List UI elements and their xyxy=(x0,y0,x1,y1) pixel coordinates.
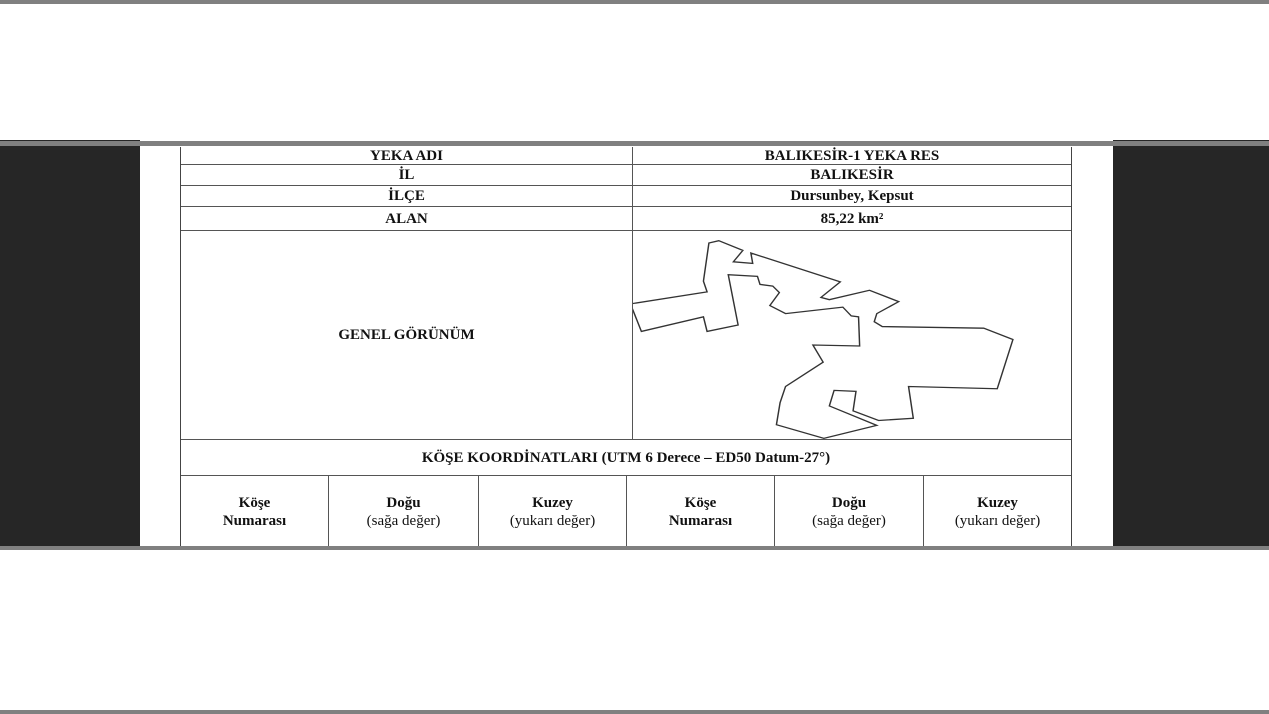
row-value: Dursunbey, Kepsut xyxy=(632,186,1071,206)
column-header: Kuzey(yukarı değer) xyxy=(478,476,626,550)
header-line2: (yukarı değer) xyxy=(954,512,1041,529)
header-line1: Köşe xyxy=(238,494,271,511)
column-header: Doğu(sağa değer) xyxy=(328,476,478,550)
table-row: YEKA ADI BALIKESİR-1 YEKA RES xyxy=(181,147,1071,165)
viewport-top-border xyxy=(0,141,1269,146)
overview-label: GENEL GÖRÜNÜM xyxy=(338,327,475,343)
coordinates-title: KÖŞE KOORDİNATLARI (UTM 6 Derece – ED50 … xyxy=(421,449,831,466)
row-value: BALIKESİR-1 YEKA RES xyxy=(632,147,1071,164)
bottom-border xyxy=(0,710,1269,714)
header-line2: (yukarı değer) xyxy=(509,512,596,529)
row-label: ALAN xyxy=(385,210,428,227)
header-line1: Doğu xyxy=(831,494,867,511)
column-header: Kuzey(yukarı değer) xyxy=(923,476,1071,550)
top-border xyxy=(0,0,1269,4)
header-line2: Numarası xyxy=(222,512,287,529)
header-line1: Doğu xyxy=(386,494,421,511)
table-row: İLÇE Dursunbey, Kepsut xyxy=(181,186,1071,207)
info-table: YEKA ADI BALIKESİR-1 YEKA RES İL BALIKES… xyxy=(180,147,1072,550)
coordinates-title-row: KÖŞE KOORDİNATLARI (UTM 6 Derece – ED50 … xyxy=(181,440,1071,476)
row-label: İL xyxy=(398,167,415,183)
row-value: 85,22 km² xyxy=(632,207,1071,230)
header-line2: (sağa değer) xyxy=(366,512,441,529)
table-row: İL BALIKESİR xyxy=(181,165,1071,186)
overview-map-cell xyxy=(632,231,1071,439)
header-line1: Kuzey xyxy=(532,494,573,511)
left-dark-panel xyxy=(0,140,140,550)
header-line2: (sağa değer) xyxy=(812,512,886,529)
header-line2: Numarası xyxy=(668,512,733,529)
header-line1: Köşe xyxy=(684,494,717,511)
overview-row: GENEL GÖRÜNÜM xyxy=(181,231,1071,440)
row-label: İLÇE xyxy=(388,188,425,204)
right-dark-panel xyxy=(1113,140,1269,550)
area-boundary-map xyxy=(633,240,1014,439)
row-value: BALIKESİR xyxy=(632,165,1071,185)
viewport-bottom-border xyxy=(0,546,1269,550)
document-page[interactable]: YEKA ADI BALIKESİR-1 YEKA RES İL BALIKES… xyxy=(140,140,1113,550)
row-label: YEKA ADI xyxy=(370,147,443,164)
header-line1: Kuzey xyxy=(977,494,1018,511)
table-row: ALAN 85,22 km² xyxy=(181,207,1071,231)
column-header: Doğu(sağa değer) xyxy=(774,476,923,550)
